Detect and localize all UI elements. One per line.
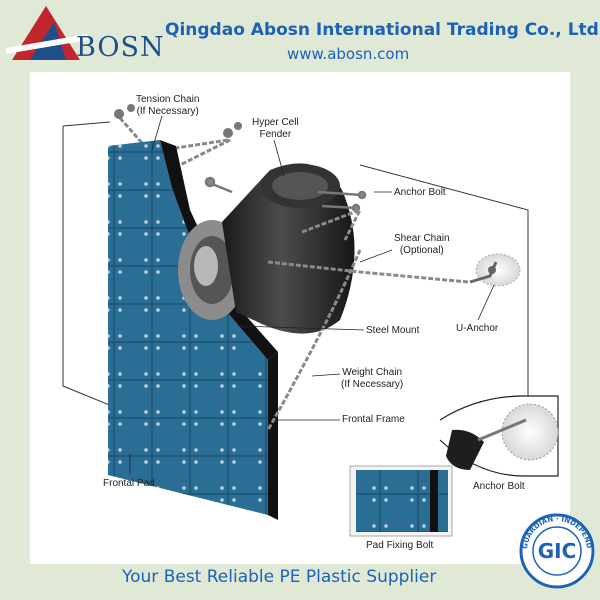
footer-slogan: Your Best Reliable PE Plastic Supplier [122, 567, 436, 587]
anchor-bolt-detail [438, 396, 560, 476]
label-frontal-frame: Frontal Frame [342, 414, 405, 426]
label-anchor-bolt-detail: Anchor Bolt [473, 481, 525, 493]
label-steel-mount: Steel Mount [366, 325, 419, 337]
label-tension-chain: Tension Chain (If Necessary) [136, 94, 199, 118]
label-frontal-pad: Frontal Pad [103, 478, 155, 490]
label-pad-fixing-bolt: Pad Fixing Bolt [366, 540, 433, 552]
label-u-anchor: U-Anchor [456, 323, 498, 335]
seal-mark: GIC [538, 539, 577, 563]
pad-fixing-bolt-detail [350, 466, 452, 536]
label-hyper-cell-fender: Hyper Cell Fender [252, 117, 299, 141]
label-shear-chain: Shear Chain (Optional) [394, 233, 450, 257]
label-anchor-bolt: Anchor Bolt [394, 187, 446, 199]
gic-certification-seal: GUARDIAN · INDEPENDENT CERTIFICATION GIC [517, 511, 597, 591]
label-weight-chain: Weight Chain (If Necessary) [341, 367, 403, 391]
u-anchor [470, 254, 520, 286]
